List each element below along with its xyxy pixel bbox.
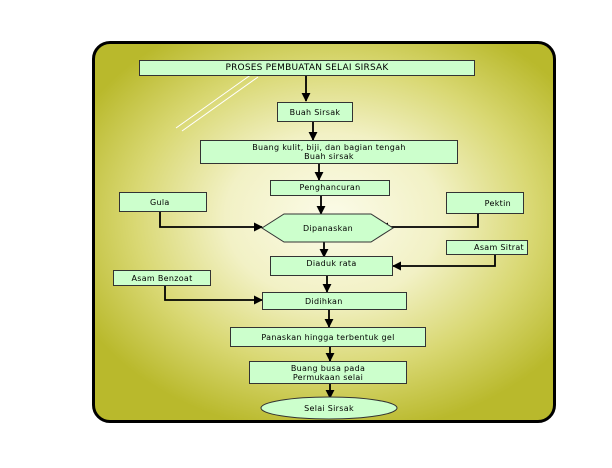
- step-panaskan-gel: Panaskan hingga terbentuk gel: [230, 327, 426, 347]
- step-label: Panaskan hingga terbentuk gel: [261, 332, 395, 342]
- step-label-line1: Buang busa pada: [290, 363, 366, 373]
- step-label: Penghancuran: [299, 183, 361, 192]
- step-label: Buah Sirsak: [289, 107, 341, 117]
- input-pektin: Pektin: [446, 192, 524, 214]
- step-buang-kulit: Buang kulit, biji, dan bagian tengah Bua…: [200, 140, 458, 164]
- step-label: Diaduk rata: [306, 259, 357, 268]
- step-label-line2: Buah sirsak: [304, 152, 354, 161]
- step-penghancuran: Penghancuran: [270, 180, 390, 196]
- step-label-line2: Permukaan selai: [292, 372, 364, 382]
- input-label: Pektin: [484, 198, 511, 208]
- page-title: PROSES PEMBUATAN SELAI SIRSAK: [225, 62, 389, 73]
- step-didihkan: Didihkan: [262, 292, 407, 310]
- step-label: Didihkan: [305, 296, 343, 306]
- input-label: Asam Benzoat: [131, 273, 193, 283]
- step-buah-sirsak: Buah Sirsak: [277, 102, 353, 122]
- input-label: Gula: [150, 197, 170, 207]
- title-box: PROSES PEMBUATAN SELAI SIRSAK: [139, 60, 475, 76]
- input-gula: Gula: [119, 192, 207, 212]
- step-label-line1: Buang kulit, biji, dan bagian tengah: [252, 143, 406, 152]
- input-asam-sitrat: Asam Sitrat: [446, 240, 528, 255]
- input-label: Asam Sitrat: [474, 243, 524, 252]
- step-diaduk-rata: Diaduk rata: [270, 256, 393, 276]
- step-buang-busa: Buang busa pada Permukaan selai: [249, 361, 407, 384]
- input-asam-benzoat: Asam Benzoat: [113, 270, 211, 286]
